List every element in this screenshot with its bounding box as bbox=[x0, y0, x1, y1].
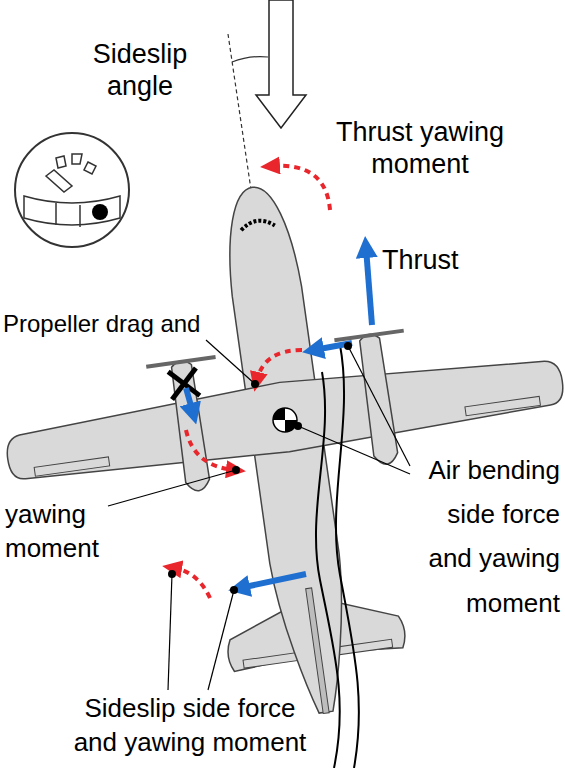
annotation-label: yawing moment bbox=[5, 498, 105, 566]
aircraft-plan-view bbox=[0, 148, 565, 752]
aileron bbox=[34, 457, 110, 476]
relative-wind-arrow bbox=[256, 0, 306, 128]
air-bending-side-force-arrow bbox=[314, 343, 352, 350]
left-propeller bbox=[146, 357, 215, 367]
cockpit-windows bbox=[240, 219, 275, 231]
annotation-label: Air bending side force and yawing moment bbox=[415, 448, 560, 625]
annotation-label: Sideslip angle bbox=[65, 38, 215, 103]
leader-dots bbox=[168, 342, 352, 594]
thrust-yawing-moment-arc bbox=[272, 166, 330, 210]
left-nacelle bbox=[169, 359, 211, 492]
annotation-label: Sideslip side force and yawing moment bbox=[70, 692, 310, 760]
elevator bbox=[243, 653, 299, 669]
right-propeller bbox=[334, 331, 403, 341]
thrust-arrow bbox=[366, 248, 372, 325]
airflow-line bbox=[336, 345, 359, 768]
right-nacelle bbox=[357, 333, 399, 466]
annotation-label: Propeller drag and bbox=[3, 310, 200, 339]
sideslip-angle-arc bbox=[232, 57, 268, 62]
sideslip-side-force-arrow bbox=[240, 574, 306, 588]
propeller-drag-yawing-moment-arc bbox=[186, 430, 234, 470]
annotation-label: Thrust yawing moment bbox=[295, 116, 545, 181]
propeller-drag-arrow bbox=[186, 388, 193, 413]
sideslip-yawing-moment-arc bbox=[174, 568, 210, 598]
air-bending-yawing-moment-arc bbox=[257, 350, 302, 380]
leader-lines bbox=[108, 340, 410, 690]
cg-symbol bbox=[273, 408, 297, 432]
elevator bbox=[337, 639, 393, 655]
annotation-label: Thrust bbox=[382, 244, 502, 276]
failed-engine-cross bbox=[168, 368, 200, 400]
airflow-line bbox=[316, 372, 340, 768]
slip-indicator-icon bbox=[15, 133, 129, 247]
aileron bbox=[465, 396, 541, 415]
